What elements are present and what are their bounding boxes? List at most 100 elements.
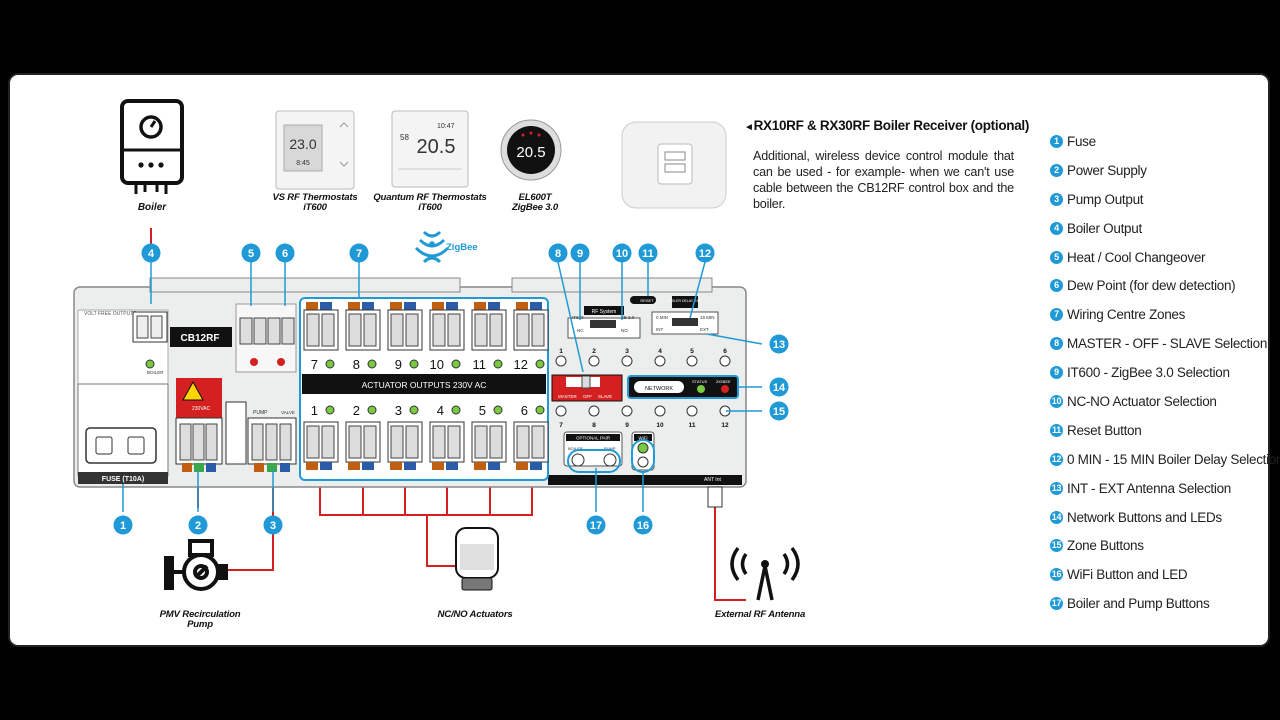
zone-led <box>409 405 419 415</box>
zone-button[interactable] <box>588 405 600 417</box>
zone-button-number: 8 <box>592 422 596 429</box>
terminal-l-tab <box>432 302 444 310</box>
reset-label: RESET <box>640 298 654 303</box>
legend-label: IT600 - ZigBee 3.0 Selection <box>1067 365 1230 381</box>
quantum-thermostat-icon: 58 10:47 20.5 <box>391 110 469 188</box>
terminal-n-tab <box>530 302 542 310</box>
callout-number: 5 <box>248 248 254 260</box>
terminal-n-tab <box>488 302 500 310</box>
terminal-n-tab <box>320 302 332 310</box>
ext-label: EXT <box>700 327 709 332</box>
terminal-n-tab <box>488 462 500 470</box>
legend-number-badge: 13 <box>1050 481 1063 495</box>
zone-led <box>325 405 335 415</box>
zone-number-bottom: 4 <box>437 403 444 418</box>
legend-number-badge: 16 <box>1050 568 1063 582</box>
terminal-l-tab <box>474 462 486 470</box>
terminal-l-tab <box>390 462 402 470</box>
boiler-caption: Boiler <box>138 202 167 213</box>
volt-free-label: VOLT FREE OUTPUTS <box>84 311 137 317</box>
zone-number-top: 8 <box>353 357 360 372</box>
zone-button[interactable] <box>686 355 698 367</box>
wifi-button[interactable] <box>637 456 649 468</box>
slave-label: SLAVE <box>598 394 612 399</box>
ep-temp-readout: 20.5 <box>516 144 545 161</box>
legend-label: Pump Output <box>1067 191 1144 207</box>
zone-button[interactable] <box>621 355 633 367</box>
zone-button[interactable] <box>621 405 633 417</box>
pair-boiler-label: BOILER <box>568 446 583 451</box>
quantum-time-readout: 10:47 <box>437 123 455 130</box>
receiver-title: RX10RF & RX30RF Boiler Receiver (optiona… <box>744 118 1030 133</box>
zigbee-signal-icon <box>414 230 450 264</box>
zone-button[interactable] <box>588 355 600 367</box>
pump-pair-button[interactable] <box>603 453 617 467</box>
callout-number: 11 <box>642 248 654 260</box>
zone-button-number: 7 <box>559 422 563 429</box>
zone-button-number: 12 <box>721 422 729 429</box>
ant-label: ANT Int <box>704 477 721 483</box>
zone-led <box>451 359 461 369</box>
pump-icon <box>164 539 228 591</box>
terminal-n-tab <box>446 302 458 310</box>
zone-led <box>367 359 377 369</box>
callout-marker <box>188 515 208 535</box>
callout-number: 17 <box>590 520 602 532</box>
callout-number: 7 <box>356 248 362 260</box>
callout-marker <box>548 243 568 263</box>
boiler-pair-button[interactable] <box>571 453 585 467</box>
zone-button[interactable] <box>719 355 731 367</box>
delay-label: BOILER DELAY EXIT <box>668 299 703 303</box>
zone-button[interactable] <box>686 405 698 417</box>
zone-button-number: 5 <box>690 348 694 355</box>
no-label: NO <box>621 328 628 333</box>
callout-marker <box>141 243 161 263</box>
zone-button-number: 11 <box>689 422 696 429</box>
legend-label: Power Supply <box>1067 162 1147 178</box>
zone-button[interactable] <box>654 405 666 417</box>
terminal-l-tab <box>306 462 318 470</box>
callout-number: 13 <box>773 339 785 351</box>
callout-number: 2 <box>195 520 201 532</box>
int-label: INT <box>656 327 664 332</box>
zone-button-number: 1 <box>559 348 563 355</box>
actuator-icon <box>455 527 499 591</box>
terminal-n-tab <box>404 462 416 470</box>
legend-number-badge: 14 <box>1050 510 1063 524</box>
network-button[interactable]: NETWORK <box>645 386 673 392</box>
legend-item: 3 Pump Output <box>1050 185 1272 214</box>
optional-pair-label: OPTIONAL PAIR <box>576 436 611 441</box>
min0-label: 0 MIN <box>656 315 668 320</box>
legend-number-badge: 5 <box>1050 250 1063 264</box>
callout-number: 4 <box>148 248 155 260</box>
callout-marker <box>570 243 590 263</box>
legend-number-badge: 3 <box>1050 192 1063 206</box>
callout-number: 8 <box>555 248 561 260</box>
terminal-l-tab <box>306 302 318 310</box>
callout-marker <box>769 334 789 354</box>
callout-marker <box>586 515 606 535</box>
callout-number: 6 <box>282 248 288 260</box>
zone-led <box>367 405 377 415</box>
zone-button[interactable] <box>654 355 666 367</box>
terminal-l-tab <box>516 302 528 310</box>
nc-label: NC <box>577 328 584 333</box>
legend-number-badge: 12 <box>1050 452 1063 466</box>
legend-number-badge: 8 <box>1050 337 1063 351</box>
callout-number: 12 <box>699 248 711 260</box>
zone-button[interactable] <box>555 405 567 417</box>
legend-number-badge: 4 <box>1050 221 1063 235</box>
zone-button[interactable] <box>555 355 567 367</box>
callout-marker <box>695 243 715 263</box>
min15-label: 15 MIN <box>700 315 715 320</box>
voltage-label: 230VAC <box>192 406 211 412</box>
vs-temp-readout: 23.0 <box>289 136 316 152</box>
